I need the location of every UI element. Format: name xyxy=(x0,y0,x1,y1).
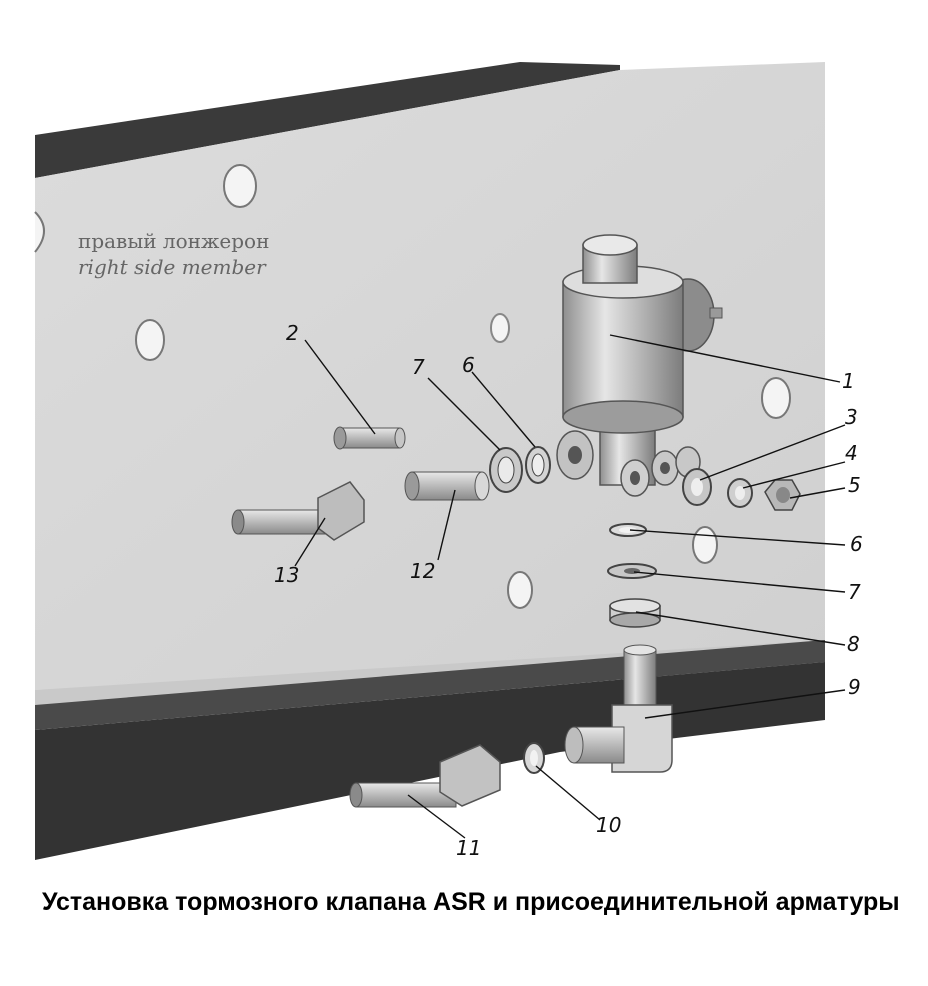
callout-13: 13 xyxy=(274,563,299,587)
frame-hole xyxy=(34,211,45,253)
callout-7-upper: 7 xyxy=(412,355,425,379)
callout-9: 9 xyxy=(848,675,861,699)
callout-7-lower: 7 xyxy=(848,580,861,604)
frame-hole xyxy=(761,377,791,419)
callout-2: 2 xyxy=(286,321,299,345)
figure-caption: Установка тормозного клапана ASR и присо… xyxy=(42,888,900,916)
callout-10: 10 xyxy=(596,813,621,837)
callout-11: 11 xyxy=(456,836,481,860)
callout-6-upper: 6 xyxy=(462,353,475,377)
callout-3: 3 xyxy=(845,405,858,429)
frame-hole xyxy=(223,164,257,208)
frame-hole xyxy=(135,319,165,361)
part-bolt xyxy=(333,426,406,450)
callout-4: 4 xyxy=(845,441,858,465)
callout-12: 12 xyxy=(410,559,435,583)
callout-labels: 1 2 3 4 5 6 7 6 7 8 9 10 11 12 13 xyxy=(274,321,863,860)
part-fitting-11 xyxy=(349,744,501,808)
frame-hole xyxy=(507,571,533,609)
frame-top-flange xyxy=(35,62,620,178)
part-fitting-12 xyxy=(404,471,490,501)
part-fitting-13 xyxy=(231,481,365,541)
frame-holes xyxy=(34,164,791,609)
callout-1: 1 xyxy=(842,369,855,393)
frame-label-en: right side member xyxy=(78,255,267,279)
leader-lines xyxy=(294,334,846,839)
asr-brake-valve xyxy=(556,234,723,497)
callout-8: 8 xyxy=(847,632,860,656)
frame-web xyxy=(35,62,825,690)
callout-6-lower: 6 xyxy=(850,532,863,556)
frame-hole xyxy=(692,526,718,564)
part-washers-upper xyxy=(489,446,551,493)
part-elbow-fitting xyxy=(564,644,673,773)
part-washer-10 xyxy=(523,742,545,774)
part-lower-stack xyxy=(607,523,661,628)
frame-label-ru: правый лонжерон xyxy=(78,229,269,253)
frame-hole xyxy=(490,313,510,343)
callout-5: 5 xyxy=(848,473,861,497)
